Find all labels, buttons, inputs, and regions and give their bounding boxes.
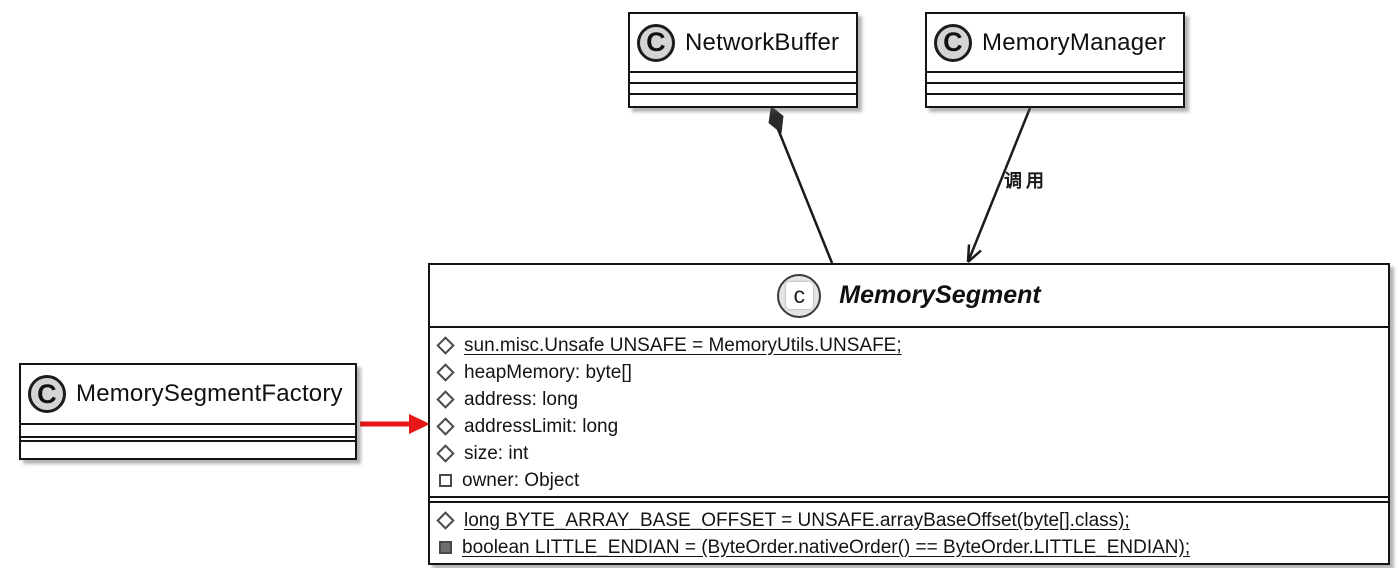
extra-compartment-empty xyxy=(927,95,1183,106)
class-node-memorysegment[interactable]: c MemorySegment sun.misc.Unsafe UNSAFE =… xyxy=(428,263,1390,565)
fields-compartment: sun.misc.Unsafe UNSAFE = MemoryUtils.UNS… xyxy=(430,328,1388,499)
member-text: addressLimit: long xyxy=(464,415,619,437)
member-row[interactable]: sun.misc.Unsafe UNSAFE = MemoryUtils.UNS… xyxy=(430,332,1388,359)
extra-compartment-empty xyxy=(21,442,355,458)
filled-square-visibility-icon xyxy=(439,541,452,554)
red-arrow-head-icon xyxy=(409,414,430,434)
member-row[interactable]: size: int xyxy=(430,440,1388,467)
member-row[interactable]: boolean LITTLE_ENDIAN = (ByteOrder.nativ… xyxy=(430,534,1388,561)
class-name: MemorySegment xyxy=(839,281,1041,310)
fields-compartment-empty xyxy=(630,73,856,84)
member-text: address: long xyxy=(464,388,579,410)
class-node-memorymanager[interactable]: C MemoryManager xyxy=(925,12,1185,108)
member-text: size: int xyxy=(464,442,529,464)
class-node-networkbuffer[interactable]: C NetworkBuffer xyxy=(628,12,858,108)
diamond-visibility-icon xyxy=(436,363,455,382)
class-name: MemorySegmentFactory xyxy=(76,380,343,407)
methods-compartment-empty xyxy=(21,438,355,442)
compartment-separator xyxy=(430,498,1388,503)
class-title-bar: C NetworkBuffer xyxy=(630,14,856,73)
class-icon: C xyxy=(28,375,66,413)
class-node-memorysegmentfactory[interactable]: C MemorySegmentFactory xyxy=(19,363,357,460)
static-members-compartment: long BYTE_ARRAY_BASE_OFFSET = UNSAFE.arr… xyxy=(430,503,1388,563)
diamond-visibility-icon xyxy=(436,417,455,436)
dependency-edge-label: 调用 xyxy=(1004,171,1048,191)
class-title-bar: c MemorySegment xyxy=(430,265,1388,329)
dependency-arrowhead-icon xyxy=(966,244,982,263)
class-name: MemoryManager xyxy=(982,28,1166,56)
abstract-class-icon: c xyxy=(777,273,822,318)
member-row[interactable]: address: long xyxy=(430,386,1388,413)
diamond-visibility-icon xyxy=(436,390,455,409)
methods-compartment-empty xyxy=(630,84,856,95)
diamond-visibility-icon xyxy=(436,511,455,530)
member-row[interactable]: long BYTE_ARRAY_BASE_OFFSET = UNSAFE.arr… xyxy=(430,507,1388,534)
diamond-visibility-icon xyxy=(436,444,455,463)
class-icon-letter: c xyxy=(785,282,813,310)
class-title-bar: C MemorySegmentFactory xyxy=(21,365,355,425)
class-icon: C xyxy=(637,23,675,62)
member-text: long BYTE_ARRAY_BASE_OFFSET = UNSAFE.arr… xyxy=(464,509,1130,531)
fields-compartment-empty xyxy=(21,425,355,438)
diamond-visibility-icon xyxy=(436,336,455,355)
member-text: boolean LITTLE_ENDIAN = (ByteOrder.nativ… xyxy=(462,536,1191,558)
dependency-edge xyxy=(966,107,1032,263)
class-icon: C xyxy=(934,23,972,62)
member-row[interactable]: heapMemory: byte[] xyxy=(430,359,1388,386)
member-row[interactable]: addressLimit: long xyxy=(430,413,1388,440)
member-row[interactable]: owner: Object xyxy=(430,467,1388,494)
member-text: heapMemory: byte[] xyxy=(464,361,632,383)
class-name: NetworkBuffer xyxy=(685,28,840,56)
extra-compartment-empty xyxy=(630,95,856,106)
composition-edge xyxy=(776,128,834,264)
class-title-bar: C MemoryManager xyxy=(927,14,1183,73)
methods-compartment-empty xyxy=(927,84,1183,95)
member-text: owner: Object xyxy=(462,469,580,491)
composition-diamond-icon xyxy=(768,106,784,134)
fields-compartment-empty xyxy=(927,73,1183,84)
square-visibility-icon xyxy=(439,474,452,488)
member-text: sun.misc.Unsafe UNSAFE = MemoryUtils.UNS… xyxy=(464,334,902,356)
